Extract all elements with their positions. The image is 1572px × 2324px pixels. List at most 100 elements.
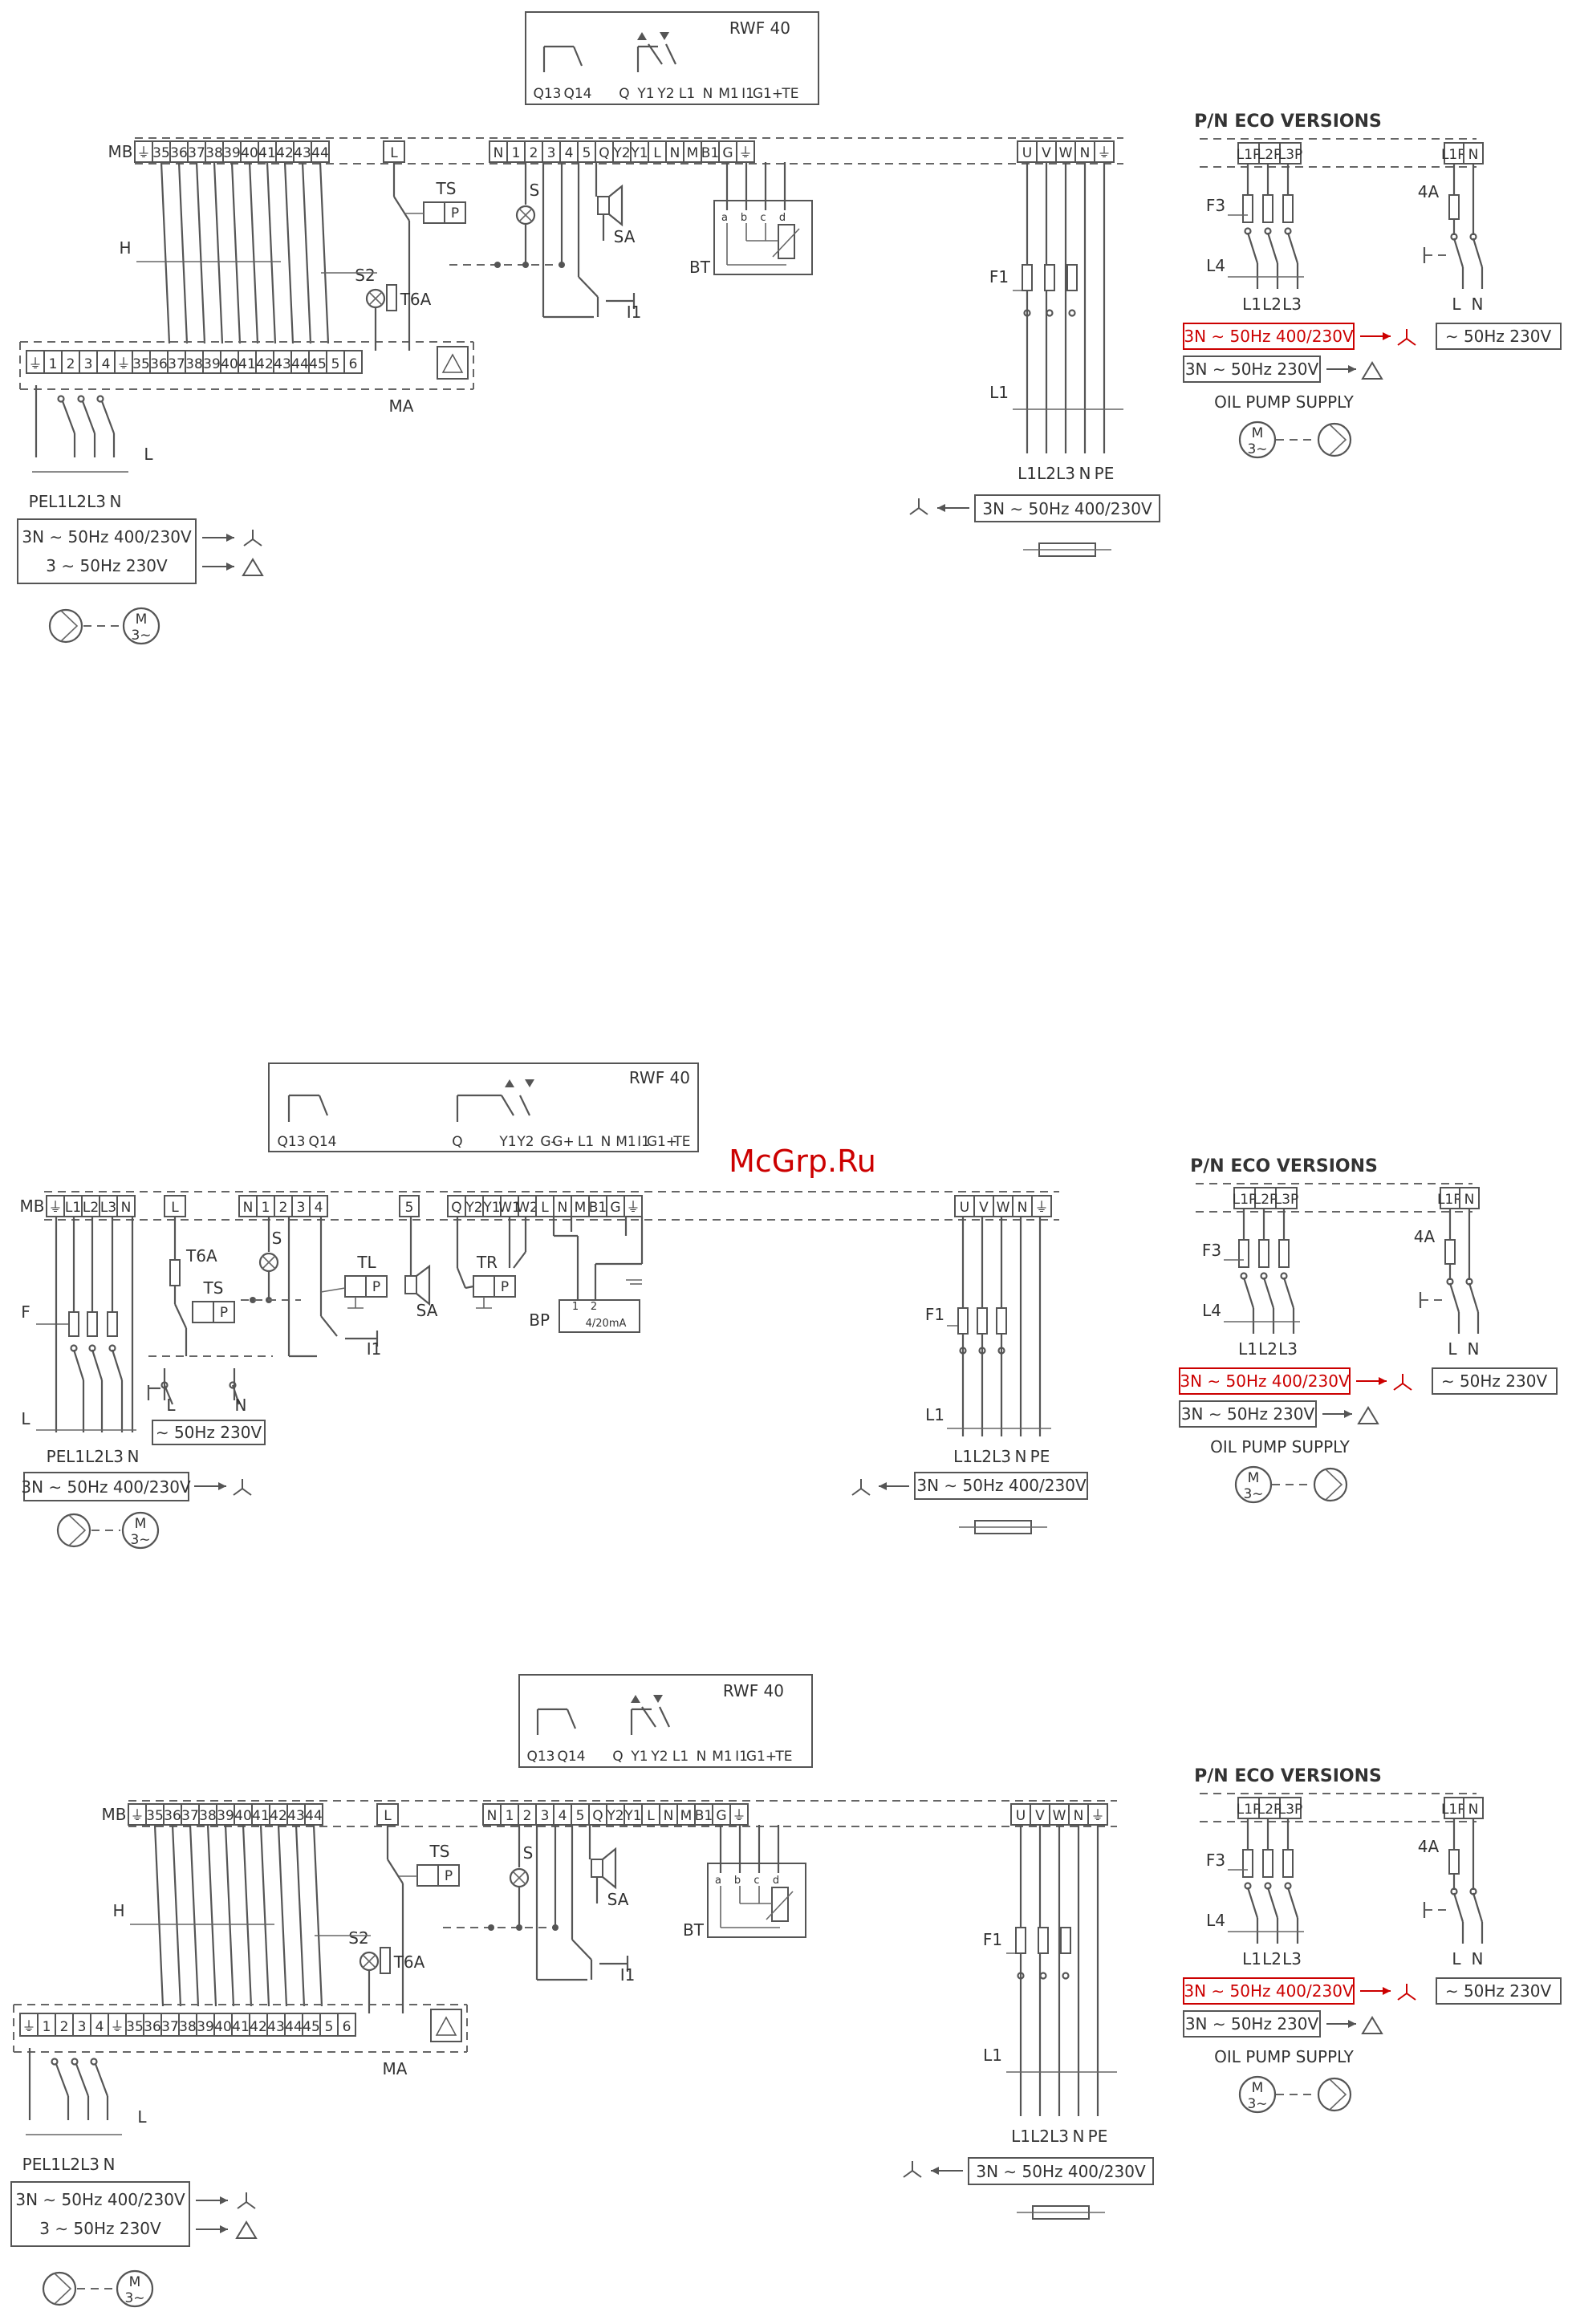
pump-icon: [48, 608, 83, 644]
switch-contact: [1266, 232, 1279, 264]
star-icon: [237, 2192, 256, 2209]
component-label: L4: [1206, 256, 1225, 275]
supply-box: [914, 1472, 1088, 1500]
supply-label: L3: [104, 1447, 124, 1466]
motor-icon: M3∼: [121, 1511, 160, 1550]
switch-contact: [1286, 232, 1299, 264]
supply-label: PE: [1088, 2127, 1108, 2146]
pump-circle: [56, 1513, 91, 1548]
supply-label: L2: [1258, 1339, 1278, 1359]
terminal-label: L: [390, 145, 398, 161]
controller-box: [268, 1062, 699, 1152]
component-label: S: [530, 181, 540, 200]
terminal-label: ⏚: [117, 356, 131, 372]
star-stroke: [912, 2170, 922, 2178]
terminal-label: 5: [583, 145, 591, 161]
fuse-icon: [1262, 1849, 1273, 1878]
mb-label: MB: [108, 142, 133, 161]
terminal-label: 2: [67, 356, 75, 372]
terminal-label: W: [1053, 1808, 1066, 1824]
i1-contact: [571, 1939, 592, 1960]
component-label: T6A: [393, 1952, 425, 1972]
controller-terminal: Y1: [630, 1749, 648, 1765]
switch-contact: [1286, 1887, 1299, 1919]
terminal-label: L1P: [1233, 1192, 1257, 1208]
supply-text: 3N ∼ 50Hz 400/230V: [1184, 1981, 1354, 2001]
switch-contact: [1266, 1887, 1279, 1919]
terminal-label: 36: [170, 145, 188, 161]
supply-label: N: [128, 1447, 140, 1466]
warning-icon: [441, 353, 464, 373]
bt-box: [713, 200, 813, 275]
terminal-label: 3: [297, 1200, 306, 1216]
controller-terminal: Q13: [533, 86, 561, 102]
terminal-label: 4: [565, 145, 574, 161]
switch-contact: [72, 1349, 85, 1381]
terminal: [1012, 1195, 1033, 1217]
terminal-label: 38: [199, 1808, 217, 1824]
supply-label: L2: [85, 1447, 104, 1466]
terminal-label: 41: [238, 356, 256, 372]
star-icon: [243, 530, 262, 546]
terminal-label: G: [722, 145, 733, 161]
terminal-label: ⏚: [131, 1808, 144, 1824]
controller-terminal: G1+: [647, 1134, 677, 1150]
lamp-circle: [509, 1867, 530, 1888]
terminal-label: V: [1035, 1808, 1045, 1824]
terminal-label: 44: [305, 1808, 323, 1824]
star-stroke: [233, 1488, 243, 1496]
star-stroke: [252, 538, 262, 546]
controller-terminal: TE: [672, 1134, 690, 1150]
junction-dot: [494, 262, 501, 268]
motor-label: 3∼: [1247, 2096, 1267, 2112]
wire: [160, 161, 171, 344]
supply-label: L1: [66, 1447, 85, 1466]
contact-dot: [1023, 309, 1031, 317]
horn-icon: [608, 184, 624, 227]
terminal-label: 39: [203, 356, 221, 372]
switch-contact: [1452, 238, 1464, 268]
supply-label: N: [110, 492, 122, 511]
supply-label: L1: [42, 2155, 61, 2174]
controller-terminal: N: [703, 86, 713, 102]
terminal-label: L3P: [1278, 147, 1303, 163]
terminal-label: 5: [405, 1200, 414, 1216]
supply-text: 3 ∼ 50Hz 230V: [46, 556, 168, 575]
controller-terminal: G+: [552, 1134, 574, 1150]
supply-label: L3: [1278, 1339, 1298, 1359]
arrow-head: [937, 504, 945, 512]
terminal-label: 6: [343, 2019, 351, 2035]
arrow-head: [1379, 1377, 1387, 1385]
relay-contact: [566, 1708, 577, 1729]
switch-contact: [1262, 1277, 1275, 1309]
component-label: L4: [1202, 1301, 1221, 1320]
ma-label: MA: [389, 396, 414, 416]
highlight-frame: [1179, 1367, 1351, 1395]
wire: [153, 1824, 165, 2007]
supply-label: N: [1468, 1339, 1480, 1359]
pump-circle: [1317, 422, 1352, 457]
terminal-label: 43: [294, 145, 311, 161]
fuse-icon: [1282, 1849, 1294, 1878]
pump-circle: [1313, 1467, 1348, 1502]
controller-terminal: G1+: [746, 1749, 777, 1765]
ts-box: [213, 1301, 235, 1323]
terminal-label: 2: [523, 1808, 532, 1824]
terminal-label: 41: [258, 145, 276, 161]
component-label: P: [372, 1279, 380, 1295]
fuse-icon: [1044, 264, 1055, 291]
motor-label: M: [1248, 1470, 1260, 1486]
supply-text: ∼ 50Hz 230V: [1445, 1981, 1552, 2001]
supply-label: N: [1472, 295, 1484, 314]
controller-terminal: Y2: [650, 1749, 668, 1765]
supply-box: [974, 494, 1160, 522]
fuse-icon: [380, 1947, 391, 1974]
